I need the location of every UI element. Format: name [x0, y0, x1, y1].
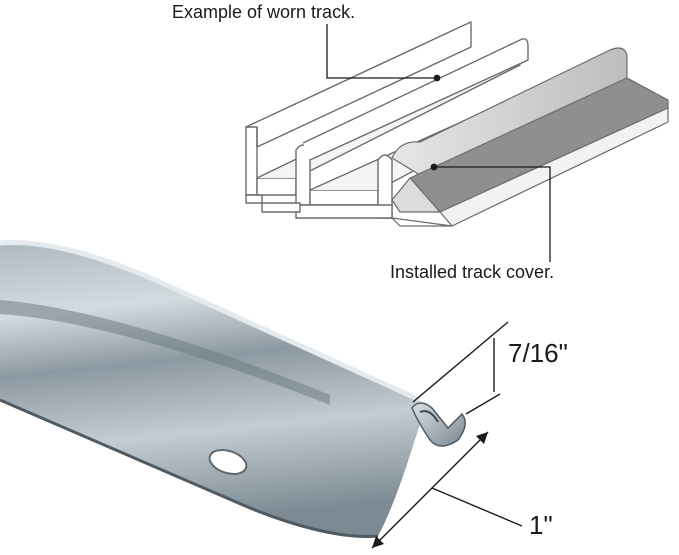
height-ext-bottom [465, 393, 501, 415]
mounting-hole [208, 449, 248, 475]
width-dimension-label: 1" [529, 510, 553, 540]
track-profile-drawing [245, 21, 561, 219]
width-arrow-bottom [372, 536, 384, 548]
worn-track-label: Example of worn track. [172, 2, 356, 22]
metal-track-cover [0, 240, 466, 538]
callout-leaders [326, 24, 551, 262]
worn-track-leader [326, 24, 437, 79]
dimension-lines [371, 321, 523, 549]
cover-dot [430, 163, 438, 171]
width-leader [431, 487, 523, 527]
installed-cover-label: Installed track cover. [390, 262, 555, 282]
height-ext-top [412, 321, 509, 403]
width-arrow-top [476, 432, 488, 444]
worn-track-dot [433, 74, 441, 82]
width-dim-line [371, 431, 489, 549]
height-dimension-label: 7/16" [508, 338, 568, 368]
installed-track-cover [391, 47, 669, 227]
cover-leader [434, 166, 551, 262]
